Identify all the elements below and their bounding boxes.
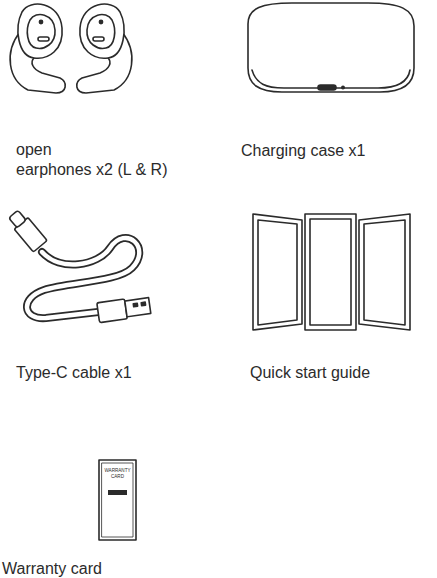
mic-slot bbox=[38, 37, 49, 41]
warranty-card bbox=[99, 460, 136, 540]
caption-line: open bbox=[16, 140, 167, 160]
earphone-body bbox=[80, 4, 124, 58]
touch-panel bbox=[87, 15, 115, 49]
guide-panel bbox=[253, 214, 302, 330]
usb-port bbox=[318, 85, 336, 90]
guide-panel-inner bbox=[310, 219, 351, 325]
card-logo bbox=[108, 490, 127, 495]
guide-panel bbox=[305, 214, 356, 330]
part-caption: Type-C cable x1 bbox=[16, 363, 132, 383]
case-body bbox=[248, 3, 414, 92]
charging-case bbox=[248, 3, 414, 92]
earphone-body bbox=[18, 4, 62, 58]
part-caption: Quick start guide bbox=[250, 363, 370, 383]
touch-panel bbox=[27, 15, 55, 49]
part-caption: Charging case x1 bbox=[241, 141, 366, 161]
indicator-dot bbox=[39, 20, 42, 23]
type-c-plug bbox=[6, 208, 47, 252]
quick-start-guide bbox=[253, 214, 410, 330]
earphone-right bbox=[77, 4, 132, 93]
card-outline bbox=[99, 460, 136, 540]
card-inner bbox=[102, 463, 133, 537]
mic-slot bbox=[93, 37, 104, 41]
led-dot bbox=[342, 86, 344, 88]
guide-panel-inner bbox=[364, 220, 405, 325]
indicator-dot bbox=[99, 20, 102, 23]
earphone-left bbox=[10, 4, 65, 93]
caption-line: earphones x2 (L & R) bbox=[16, 160, 167, 180]
guide-panel bbox=[359, 214, 410, 330]
type-c-cable bbox=[6, 208, 151, 322]
part-caption: open earphones x2 (L & R) bbox=[16, 140, 167, 180]
card-print: WARRANTY CARD bbox=[102, 468, 133, 479]
part-caption: Warranty card bbox=[2, 559, 102, 578]
usb-a-plug bbox=[97, 296, 151, 323]
guide-panel-inner bbox=[258, 220, 297, 325]
